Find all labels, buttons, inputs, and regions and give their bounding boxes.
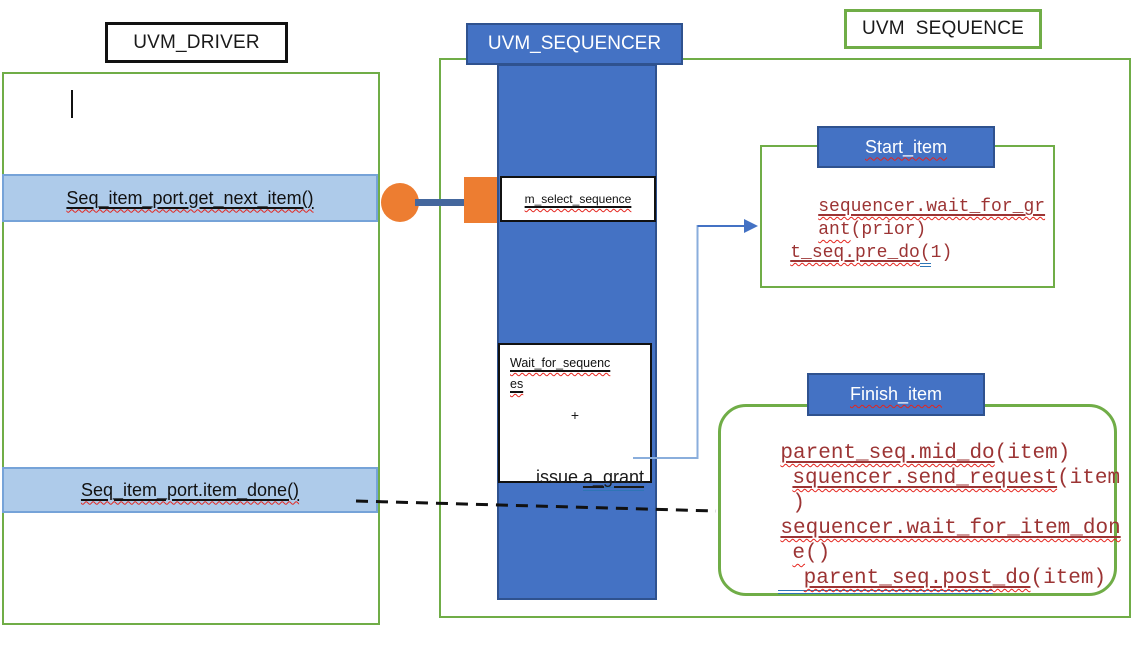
start-code-line-3: t_seq.pre_do(1) xyxy=(747,226,952,280)
finish-code-line-2: squencer.send_request(item xyxy=(742,447,1120,510)
wait-for-sequences-text: Wait_for_sequenc es xyxy=(510,353,610,395)
uvm-driver-title-box[interactable]: UVM_DRIVER xyxy=(105,22,288,63)
start-item-header[interactable]: Start_item xyxy=(817,126,995,168)
item-done-label-underline: Seq_item_port.item_done() xyxy=(81,480,299,501)
finish-code-line-1: parent_seq.mid_do(item) xyxy=(730,422,1070,485)
finish-code-line1-args: (item) xyxy=(994,442,1071,465)
sequencer-column[interactable] xyxy=(497,64,657,600)
start-code-line-2: ant(prior) xyxy=(775,203,926,257)
wait-line1: Wait_for_sequenc xyxy=(510,356,611,370)
uvm-sequence-title-box[interactable]: UVM SEQUENCE xyxy=(844,9,1042,49)
start-code-line1-name: sequencer.wait_for_gr xyxy=(818,197,1046,217)
item-done-label: Seq_item_port.item_done() xyxy=(80,479,300,500)
uvm-driver-title: UVM_DRIVER xyxy=(133,31,260,53)
start-code-line3-args: 1) xyxy=(930,243,953,263)
uvm-sequence-container-box[interactable] xyxy=(439,58,1131,618)
finish-code-line6-link: parent_seq.post xyxy=(803,567,993,590)
uvm-sequencer-header[interactable]: UVM_SEQUENCER xyxy=(466,23,683,65)
start-code-line2-name: ant xyxy=(818,220,851,240)
plus-sign: + xyxy=(570,407,580,423)
uvm-sequence-title: UVM SEQUENCE xyxy=(861,18,1024,39)
get-next-item-bar[interactable]: Seq_item_port.get_next_item() xyxy=(2,174,378,222)
wait-line2: es xyxy=(510,377,524,391)
start-code-line3-name: t_seq.pre_do xyxy=(790,243,920,263)
finish-code-line3-args: ) xyxy=(792,492,806,515)
get-next-item-label-underline: Seq_item_port.get_next_item() xyxy=(66,188,313,209)
finish-code-line-4: sequencer.wait_for_item_don xyxy=(730,497,1121,560)
start-code-line3-link: ( xyxy=(919,243,931,267)
finish-code-line6-lead xyxy=(778,567,803,590)
finish-code-line1-name: parent_seq.mid_do xyxy=(780,442,995,465)
uvm-sequencer-title: UVM_SEQUENCER xyxy=(487,33,662,54)
get-next-item-label: Seq_item_port.get_next_item() xyxy=(66,187,314,208)
finish-item-title: Finish_item xyxy=(849,384,943,404)
wait-line1-underline: Wait_for_sequenc xyxy=(510,356,610,370)
m-select-sequence-label: m_select_sequence xyxy=(524,192,632,206)
start-item-title: Start_item xyxy=(864,136,948,157)
finish-code-line5-args: () xyxy=(805,542,831,565)
finish-code-line2-name: squencer.send_request xyxy=(792,467,1058,490)
issue-prefix: issue xyxy=(535,467,583,487)
text-cursor xyxy=(71,90,73,118)
a-grant-link-underline: a_grant xyxy=(582,467,645,491)
finish-code-line5-name: e xyxy=(792,542,806,565)
m-select-sequence-box[interactable]: m_select_sequence xyxy=(500,176,656,222)
item-done-bar[interactable]: Seq_item_port.item_done() xyxy=(2,467,378,513)
finish-code-line-5: e() xyxy=(742,522,830,585)
start-code-line2-args: (prior) xyxy=(850,220,927,240)
port-connector-plug[interactable] xyxy=(464,177,497,223)
finish-code-line2-args: (item xyxy=(1057,467,1121,490)
finish-code-line6-name: _do xyxy=(992,567,1031,590)
port-connector-line[interactable] xyxy=(415,199,467,206)
port-connector-ball[interactable] xyxy=(381,183,419,222)
wait-for-sequences-box[interactable]: Wait_for_sequenc es + issue a_grant xyxy=(498,343,652,491)
finish-code-line4-name: sequencer.wait_for_item_don xyxy=(780,517,1121,540)
finish-item-header[interactable]: Finish_item xyxy=(807,373,985,416)
uvm-driver-container-box[interactable] xyxy=(2,72,380,625)
start-code-line-1: sequencer.wait_for_gr xyxy=(775,180,1045,234)
wait-line2-underline: es xyxy=(510,377,523,391)
issue-a-grant-line: issue a_grant xyxy=(500,446,650,509)
a-grant-label: a_grant xyxy=(582,467,645,487)
finish-code-line6-args: (item) xyxy=(1030,567,1107,590)
finish-code-line-6: parent_seq.post_do(item) xyxy=(728,547,1106,610)
finish-code-line-3: ) xyxy=(742,472,805,535)
m-select-sequence-underline: m_select_sequence xyxy=(525,192,632,206)
